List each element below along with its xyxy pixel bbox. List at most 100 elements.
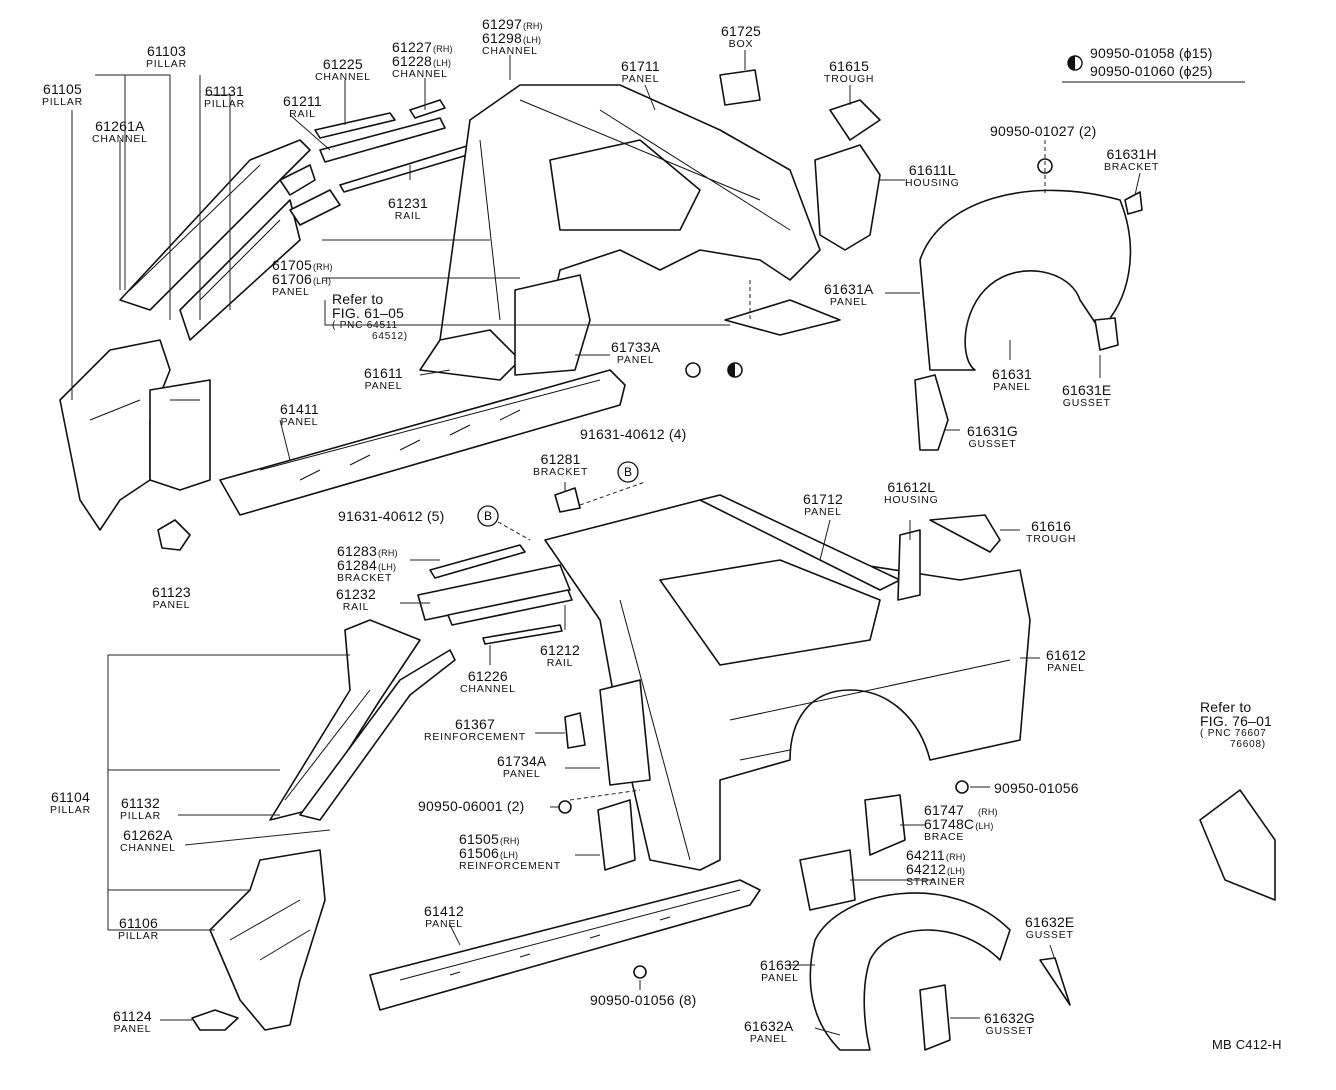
part-number: 61283 xyxy=(337,543,377,559)
nut-icon xyxy=(685,362,701,378)
part-number: 61506 xyxy=(459,845,499,861)
lower-left-pillar-assembly xyxy=(209,619,456,1031)
part-number: 61612L xyxy=(887,479,936,495)
part-number: 61106 xyxy=(119,915,158,931)
legend-entry-small: 90950-01058 (ϕ15) xyxy=(1090,46,1213,60)
part-name: BOX xyxy=(728,38,754,50)
part-name: GUSSET xyxy=(1025,929,1074,941)
part-number: 61261A xyxy=(95,118,145,134)
part-number: 90950-06001 (2) xyxy=(418,798,525,814)
label-61131: 61131 PILLAR xyxy=(204,84,245,110)
part-number: 61631E xyxy=(1062,382,1112,398)
part-number: 61228 xyxy=(392,53,432,69)
part-number: 61226 xyxy=(467,668,508,684)
label-90950-01027: 90950-01027 (2) xyxy=(990,124,1097,138)
part-number: 61632G xyxy=(984,1010,1036,1026)
label-61124: 61124 PANEL xyxy=(113,1009,152,1035)
part-side: (LH) xyxy=(499,850,519,860)
diagram-code-text: MB C412-H xyxy=(1212,1037,1282,1052)
part-number: 91631-40612 (4) xyxy=(580,426,687,442)
label-61123: 61123 PANEL xyxy=(152,585,191,611)
part-number: 90950-01056 xyxy=(994,780,1079,796)
roof-rail-group-upper xyxy=(314,99,475,193)
label-90950-01056-8: 90950-01056 (8) xyxy=(590,993,697,1007)
part-side: (LH) xyxy=(312,276,332,286)
label-61411: 61411 PANEL xyxy=(280,402,319,428)
part-number: 61227 xyxy=(392,39,432,55)
part-number: 61297 xyxy=(482,16,522,32)
quarter-inner-panel-upper xyxy=(419,69,841,381)
part-name: GUSSET xyxy=(985,1025,1034,1037)
part-number: 61612 xyxy=(1046,647,1086,663)
part-number: 90950-01056 (8) xyxy=(590,992,697,1008)
label-61632e: 61632E GUSSET xyxy=(1025,915,1074,941)
lower-right-wheelhouse xyxy=(799,789,1276,1051)
label-61631a: 61631A PANEL xyxy=(824,282,873,308)
nut-icon xyxy=(633,965,647,979)
refer-figure: FIG. 76–01 xyxy=(1200,713,1273,729)
part-number: 61412 xyxy=(424,903,464,919)
part-number: 61367 xyxy=(455,716,495,732)
upper-right-wheelhouse xyxy=(814,99,1143,451)
part-number: 61631H xyxy=(1106,146,1157,162)
part-number: 61105 xyxy=(43,81,82,97)
label-61631h: 61631H BRACKET xyxy=(1104,147,1159,173)
label-61631g: 61631G GUSSET xyxy=(967,424,1018,450)
part-name: PANEL xyxy=(152,599,191,611)
part-number: 61232 xyxy=(336,586,376,602)
part-number: 61225 xyxy=(322,56,363,72)
part-number: 64211 xyxy=(906,847,945,863)
callout-b-left: B xyxy=(477,505,499,527)
part-number: 64212 xyxy=(906,861,946,877)
label-61505-61506: 61505(RH) 61506(LH) REINFORCEMENT xyxy=(459,832,561,872)
roof-rail-group-lower xyxy=(417,487,581,645)
part-number: 61632A xyxy=(744,1018,794,1034)
label-61711: 61711 PANEL xyxy=(621,59,660,85)
refer-text: Refer to xyxy=(332,291,384,307)
label-61631e: 61631E GUSSET xyxy=(1062,383,1111,409)
part-number: 61284 xyxy=(337,557,377,573)
part-number: 90950-01027 (2) xyxy=(990,123,1097,139)
part-number: 61632E xyxy=(1025,914,1075,930)
part-name: CHANNEL xyxy=(482,45,538,57)
part-number: 61132 xyxy=(121,795,160,811)
label-61103: 61103 PILLAR xyxy=(146,44,187,70)
part-number: 61124 xyxy=(113,1008,152,1024)
legend-symbol xyxy=(1062,55,1245,83)
part-name: BRACE xyxy=(924,831,965,843)
callout-b-top: B xyxy=(617,461,639,483)
part-name: RAIL xyxy=(342,601,370,613)
part-number: 61131 xyxy=(205,83,244,99)
reference-fig-61-05: Refer to FIG. 61–05 ( PNC 64511 64512) xyxy=(332,292,408,342)
label-61106: 61106 PILLAR xyxy=(118,916,159,942)
label-61631: 61631 PANEL xyxy=(992,367,1032,393)
label-61262a: 61262A CHANNEL xyxy=(120,828,176,854)
legend-part-number: 90950-01058 (ϕ15) xyxy=(1090,45,1213,61)
bubble-b-label: B xyxy=(484,509,492,523)
part-name: PILLAR xyxy=(50,804,91,816)
part-name: HOUSING xyxy=(884,494,939,506)
part-name: PANEL xyxy=(993,381,1031,393)
quarter-outer-panel-lower xyxy=(544,494,1031,871)
part-number: 61611 xyxy=(364,365,403,381)
refer-pnc: ( PNC 64511 xyxy=(332,320,398,331)
label-61261a: 61261A CHANNEL xyxy=(92,119,148,145)
label-61212: 61212 RAIL xyxy=(540,643,580,669)
refer-pnc: 64512) xyxy=(372,331,408,342)
part-number: 61212 xyxy=(540,642,580,658)
part-number: 61631A xyxy=(824,281,874,297)
part-name: GUSSET xyxy=(1062,397,1111,409)
part-name: TROUGH xyxy=(824,73,875,85)
part-name: PANEL xyxy=(502,768,541,780)
label-61367: 61367 REINFORCEMENT xyxy=(424,717,526,743)
label-61611l: 61611L HOUSING xyxy=(905,163,960,189)
part-number: 61123 xyxy=(152,584,191,600)
part-name: PANEL xyxy=(804,506,842,518)
label-61616: 61616 TROUGH xyxy=(1026,519,1076,545)
part-side: (RH) xyxy=(377,548,398,558)
part-name: PANEL xyxy=(364,380,403,392)
part-number: 61711 xyxy=(621,58,660,74)
part-side: (LH) xyxy=(522,35,542,45)
label-91631-40612-4: 91631-40612 (4) xyxy=(580,427,687,441)
label-61412: 61412 PANEL xyxy=(424,904,464,930)
